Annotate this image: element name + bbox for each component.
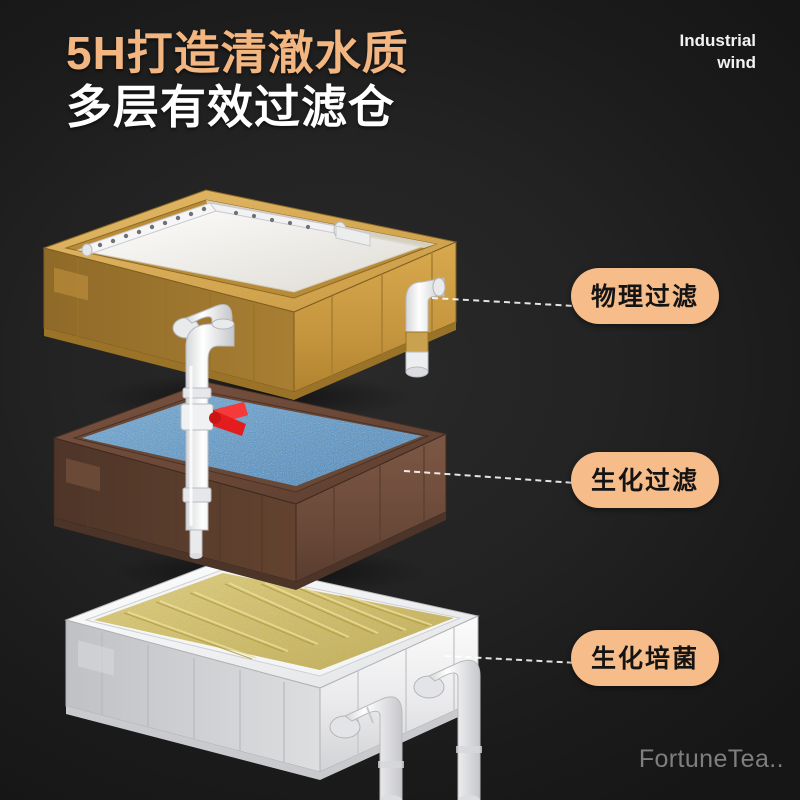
outlet-pipe-right	[413, 659, 482, 800]
callout-bacteria-cultivation-label: 生化培菌	[591, 645, 700, 673]
downpipe-with-valve	[180, 318, 248, 559]
spray-bar	[81, 202, 371, 257]
headline-line-2: 多层有效过滤仓	[66, 81, 395, 133]
watermark: FortuneTea..	[638, 745, 784, 773]
callout-biochemical-filtration[interactable]: 生化过滤	[571, 452, 720, 508]
headline-line-1: 5H打造清澈水质	[66, 27, 409, 79]
physical-filtration-crate[interactable]	[40, 186, 460, 418]
brand-block: Industrial wind	[679, 30, 756, 74]
callout-physical-filtration-label: 物理过滤	[591, 283, 700, 311]
brand-line-2: wind	[717, 52, 756, 72]
red-valve-handle	[209, 402, 248, 436]
callout-bacteria-cultivation[interactable]: 生化培菌	[571, 630, 720, 686]
headline-block: 5H打造清澈水质 多层有效过滤仓	[66, 30, 536, 130]
outlet-elbow-right	[405, 277, 446, 378]
outlet-pipe-left	[329, 696, 404, 800]
callout-physical-filtration[interactable]: 物理过滤	[571, 268, 720, 324]
callout-biochemical-filtration-label: 生化过滤	[591, 467, 700, 495]
bacteria-cultivation-crate[interactable]	[62, 556, 482, 800]
biochemical-filtration-crate[interactable]	[50, 378, 450, 610]
brand-line-1: Industrial	[679, 31, 756, 50]
